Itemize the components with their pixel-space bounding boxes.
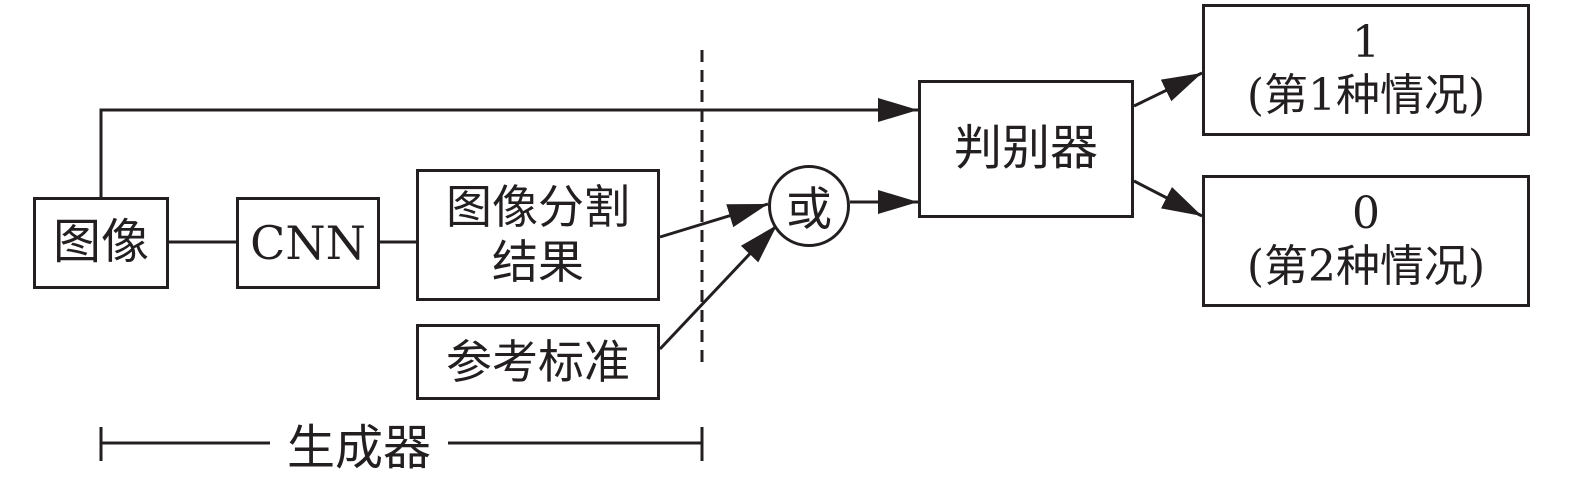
discriminator-node: 判别器: [918, 80, 1134, 218]
edge-image-to-discriminator: [99, 98, 918, 197]
cnn-node: CNN: [236, 197, 380, 289]
edge-discriminator-to-out0: [1133, 179, 1203, 218]
generator-label: 生成器: [270, 412, 448, 476]
discriminator-label: 判别器: [953, 120, 1098, 177]
output-1-description: (第1种情况): [1246, 70, 1486, 121]
image-node: 图像: [33, 197, 169, 289]
output-0-node: 0 (第2种情况): [1202, 175, 1530, 307]
edge-seg-to-or: [659, 202, 769, 239]
or-node-label: 或: [786, 182, 832, 236]
output-0-value: 0: [1352, 188, 1380, 240]
reference-standard-label: 参考标准: [446, 334, 630, 389]
edge-discriminator-to-out1: [1133, 71, 1203, 108]
edge-reference-to-or: [658, 223, 779, 351]
or-node: 或: [768, 165, 850, 247]
output-1-value: 1: [1352, 17, 1380, 69]
segmentation-result-line2: 结果: [492, 235, 584, 289]
cnn-node-label: CNN: [250, 215, 366, 270]
reference-standard-node: 参考标准: [416, 324, 660, 400]
segmentation-result-node: 图像分割 结果: [416, 169, 660, 301]
segmentation-result-line1: 图像分割: [446, 179, 630, 234]
output-1-node: 1 (第1种情况): [1202, 4, 1530, 136]
output-0-description: (第2种情况): [1246, 241, 1486, 292]
image-node-label: 图像: [52, 214, 149, 271]
